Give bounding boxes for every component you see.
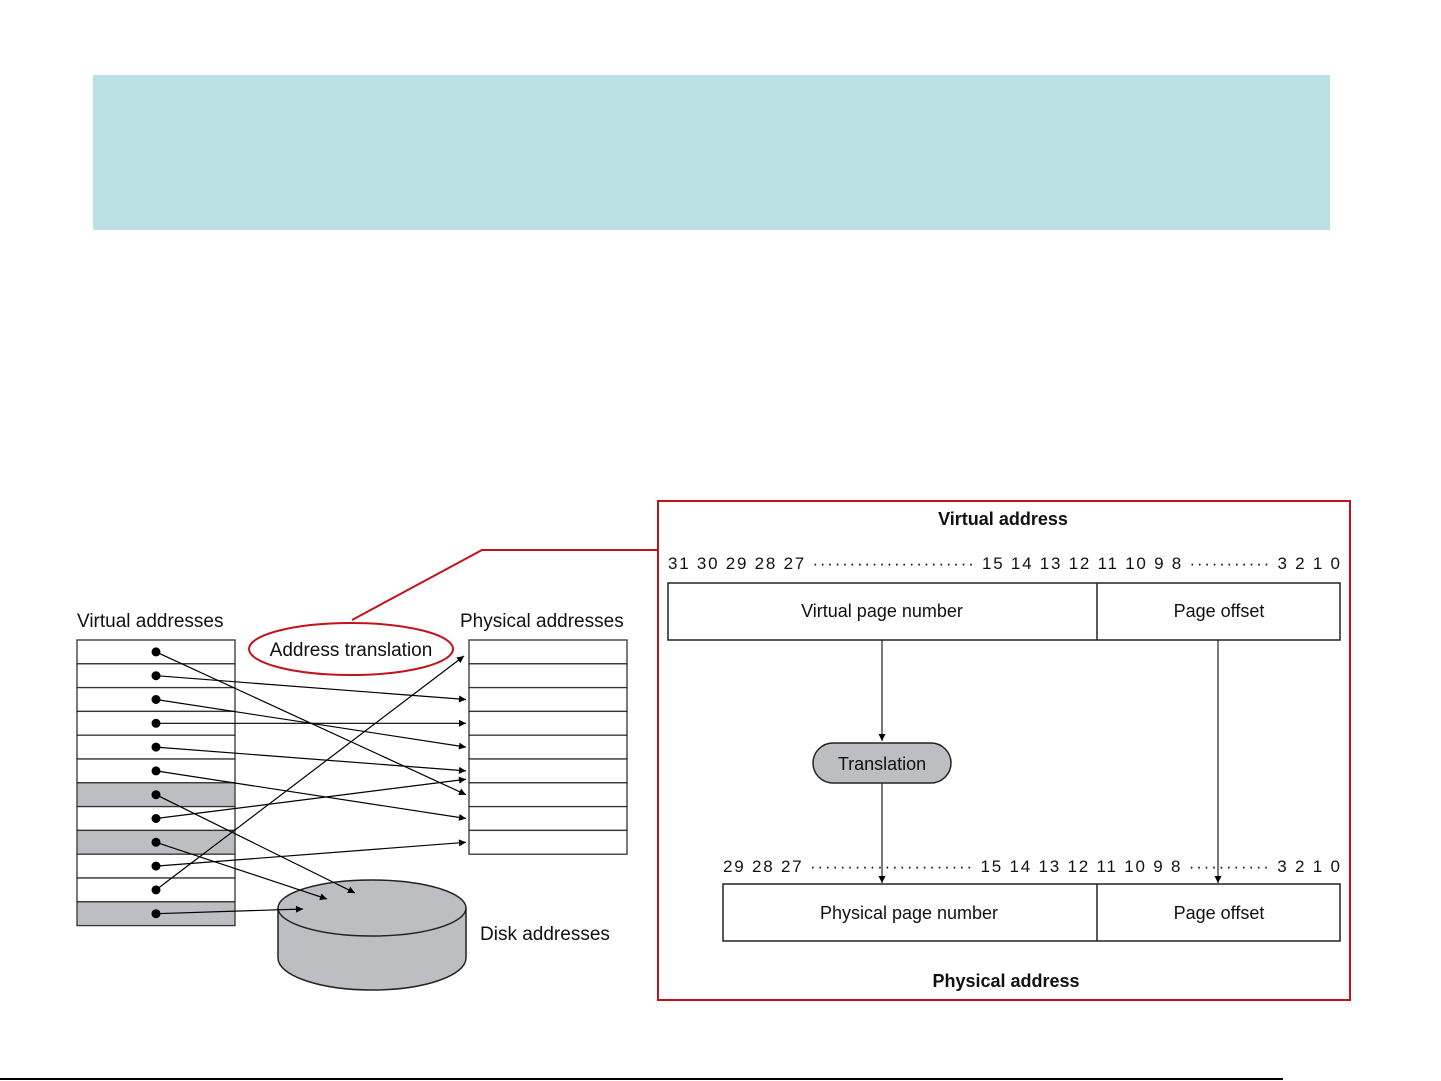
virtual-bit-numbers: 31 30 29 28 27 ······················ 15… [668,554,1340,573]
page-pointer-dot [151,671,161,681]
page-pointer-dot [151,837,161,847]
physical-page-row [468,663,628,689]
physical-address-title: Physical address [932,971,1079,991]
page-pointer-dot [151,909,161,919]
virtual-addresses-label: Virtual addresses [77,611,223,632]
mapping-arrow [155,655,465,891]
translation-ellipse [248,622,454,676]
mapping-arrows [151,647,467,919]
physical-addresses-label: Physical addresses [460,611,624,632]
callout-line [351,549,658,621]
physical-address-box [722,883,1341,942]
physical-page-row [468,686,628,713]
page-pointer-dot [151,742,161,752]
mapping-arrow [155,675,467,703]
mapping-arrow [155,776,467,820]
page-pointer-dot [151,790,161,800]
mapping-arrow [155,794,356,894]
translation-detail-frame [657,500,1351,1001]
mapping-arrow [155,839,467,867]
physical-page-table [468,639,628,855]
virtual-page-table [76,639,236,927]
mapping-arrow [155,905,304,915]
mapping-arrow [155,770,467,821]
physical-page-row [468,805,628,832]
page-pointer-dot [151,695,161,704]
physical-page-row [468,829,628,855]
physical-page-row [468,710,628,736]
virtual-address-box [667,582,1341,641]
page-pointer-dot [151,647,161,657]
mapping-arrow [155,746,467,774]
physical-page-row [468,782,628,808]
page-pointer-dot [151,814,161,823]
physical-page-offset-field: Page offset [1174,903,1265,923]
physical-page-row [468,734,628,760]
virtual-address-title: Virtual address [938,509,1068,529]
virtual-page-offset-field: Page offset [1174,601,1265,621]
page-pointer-dot [151,718,161,728]
translation-label: Translation [838,754,926,774]
physical-page-number-field: Physical page number [820,903,998,923]
physical-page-row [468,758,628,784]
address-translation-label: Address translation [270,640,433,661]
mapping-arrow [155,841,328,901]
page-pointer-dot [151,885,161,895]
page-pointer-dot [151,861,161,871]
physical-bit-numbers: 29 28 27 ······················ 15 14 13… [723,857,1340,876]
virtual-page-number-field: Virtual page number [801,601,963,621]
footer-rule [0,1078,1283,1080]
disk-icon [277,879,467,991]
disk-addresses-label: Disk addresses [480,924,610,945]
physical-page-row [468,639,628,665]
page-pointer-dot [151,766,161,776]
title-band [93,75,1330,230]
